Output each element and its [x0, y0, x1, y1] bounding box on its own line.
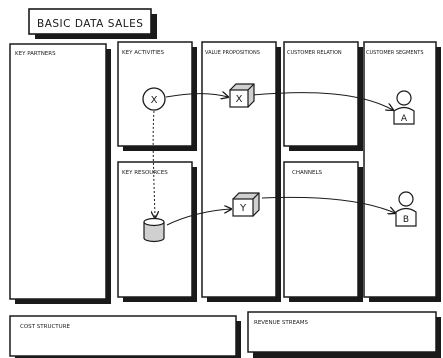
customer-a-icon: A: [393, 90, 415, 125]
customer-segments-block: CUSTOMER SEGMENTS: [363, 41, 441, 302]
key-resources-label: KEY RESOURCES: [122, 170, 168, 176]
customer-b-icon: B: [395, 191, 417, 227]
arrow-activity-to-resource: [153, 110, 155, 218]
value-cube-y: Y: [232, 192, 260, 217]
arrow-activity-to-value: [165, 94, 228, 97]
value-cube-x-label: X: [236, 94, 243, 105]
key-partners-label: KEY PARTNERS: [15, 51, 56, 57]
key-activities-label: KEY ACTIVITIES: [122, 50, 165, 56]
value-cube-y-label: Y: [239, 203, 247, 214]
arrow-resource-to-valuey: [166, 209, 231, 226]
arrow-valuey-to-customer-b: [261, 196, 395, 213]
customer-segments-label: CUSTOMER SEGMENTS: [366, 50, 424, 56]
title-box: BASIC DATA SALES: [28, 8, 157, 39]
value-propositions-block: VALUE PROPOSITIONS: [201, 41, 281, 302]
database-icon: [143, 217, 165, 243]
revenue-streams-block: REVENUE STREAMS: [247, 311, 441, 358]
activity-node: X: [142, 87, 166, 111]
channels-block: CHANNELS: [283, 161, 363, 302]
key-resources-block: KEY RESOURCES: [117, 161, 197, 302]
cost-structure-block: COST STRUCTURE: [9, 315, 241, 358]
value-cube-x: X: [229, 83, 255, 108]
customer-relations-label: CUSTOMER RELATION: [287, 50, 342, 56]
key-partners-block: KEY PARTNERS: [9, 43, 111, 304]
customer-relations-block: CUSTOMER RELATION: [283, 41, 363, 151]
revenue-streams-label: REVENUE STREAMS: [254, 320, 309, 326]
canvas-title: BASIC DATA SALES: [37, 18, 143, 30]
arrow-valuex-to-customer-a: [252, 92, 393, 110]
value-propositions-label: VALUE PROPOSITIONS: [205, 50, 260, 56]
channels-label: CHANNELS: [292, 170, 323, 176]
cost-structure-label: COST STRUCTURE: [20, 324, 71, 330]
activity-node-label: X: [151, 95, 158, 106]
customer-b-label: B: [403, 215, 409, 225]
customer-a-label: A: [401, 114, 408, 124]
connectors: [153, 92, 395, 226]
